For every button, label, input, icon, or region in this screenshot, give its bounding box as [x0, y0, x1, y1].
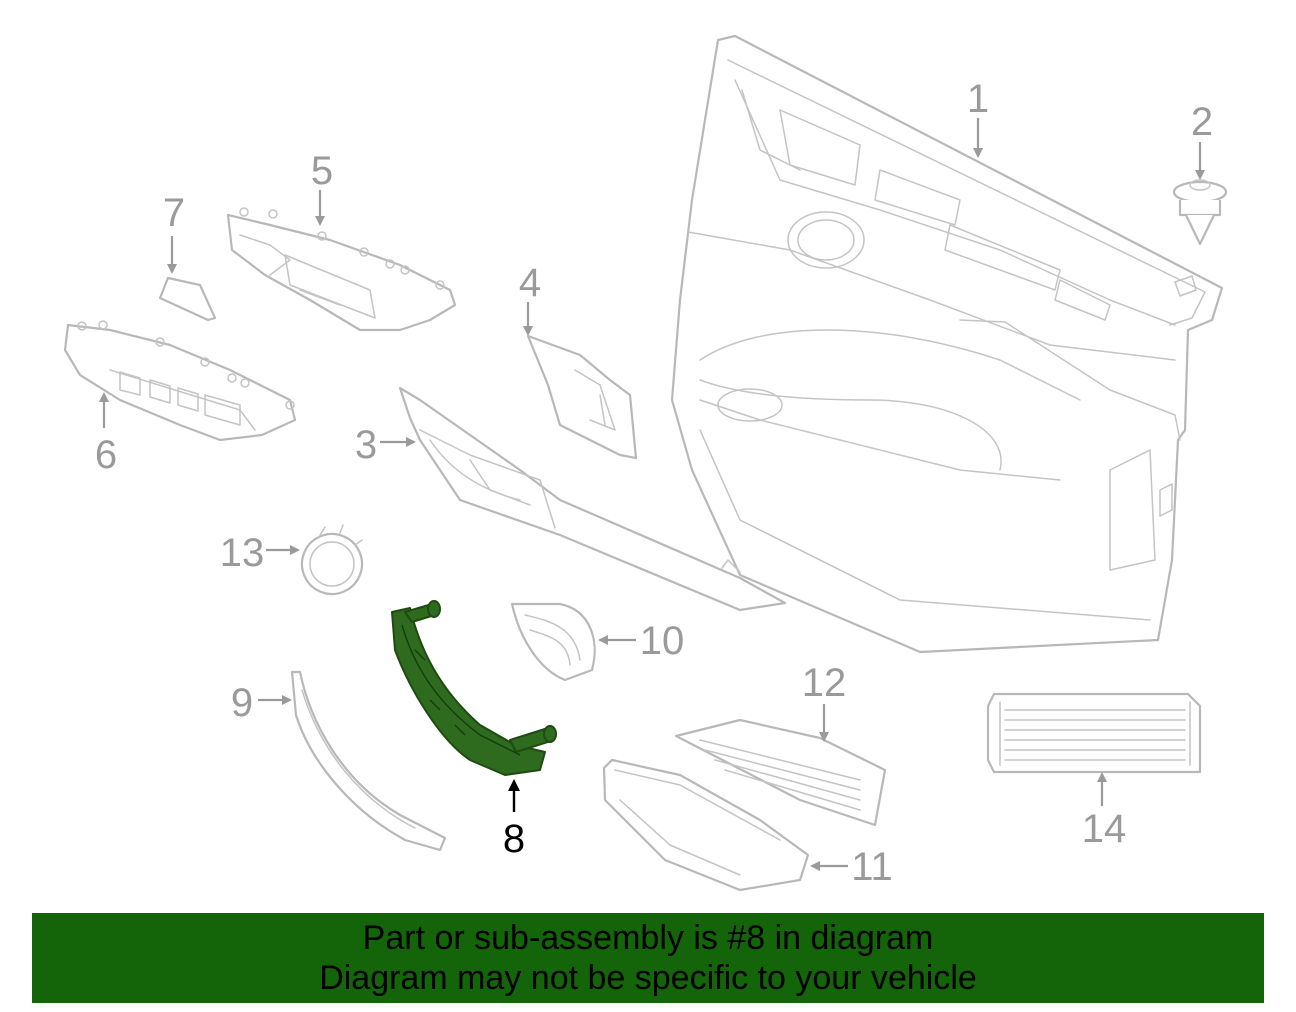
parts-diagram: 1 2 3 4 5 6 7 8 9 10 11 12 13 14: [63, 34, 1228, 892]
part-3-trim-strip: [398, 386, 787, 612]
callout-9: 9: [231, 681, 253, 725]
callout-10: 10: [640, 619, 685, 663]
callout-arrows: [99, 118, 1205, 871]
part-1-door-panel: [670, 34, 1224, 654]
callout-6: 6: [95, 433, 117, 477]
banner-line-2: Diagram may not be specific to your vehi…: [319, 959, 977, 997]
part-10-bezel: [510, 602, 596, 682]
part-5-switch-panel: [226, 207, 457, 332]
part-7-cover: [158, 276, 217, 322]
callout-13: 13: [220, 531, 265, 575]
info-banner: Part or sub-assembly is #8 in diagram Di…: [32, 913, 1264, 1003]
callout-11: 11: [851, 845, 893, 889]
part-9-curved-trim: [290, 670, 447, 852]
callout-5: 5: [311, 149, 333, 193]
callout-12: 12: [802, 661, 847, 705]
part-6-window-switch-panel: [63, 320, 297, 442]
banner-line-1: Part or sub-assembly is #8 in diagram: [362, 919, 934, 957]
part-8-grab-handle: [391, 600, 557, 776]
part-14-vent-grille: [986, 692, 1202, 774]
part-4-trim-piece: [526, 334, 638, 460]
callout-3: 3: [355, 423, 377, 467]
part-11-storage-bin: [602, 758, 810, 892]
callout-labels: 1 2 3 4 5 6 7 8 9 10 11 12 13 14: [95, 77, 1213, 889]
part-2-clip: [1172, 179, 1228, 246]
part-12-speaker-grille: [674, 718, 887, 827]
callout-4: 4: [519, 261, 541, 305]
callout-8: 8: [503, 817, 525, 861]
callout-7: 7: [163, 191, 185, 235]
callout-14: 14: [1082, 807, 1127, 851]
callout-2: 2: [1191, 100, 1213, 144]
part-13-ring: [300, 524, 364, 596]
callout-1: 1: [967, 77, 989, 121]
